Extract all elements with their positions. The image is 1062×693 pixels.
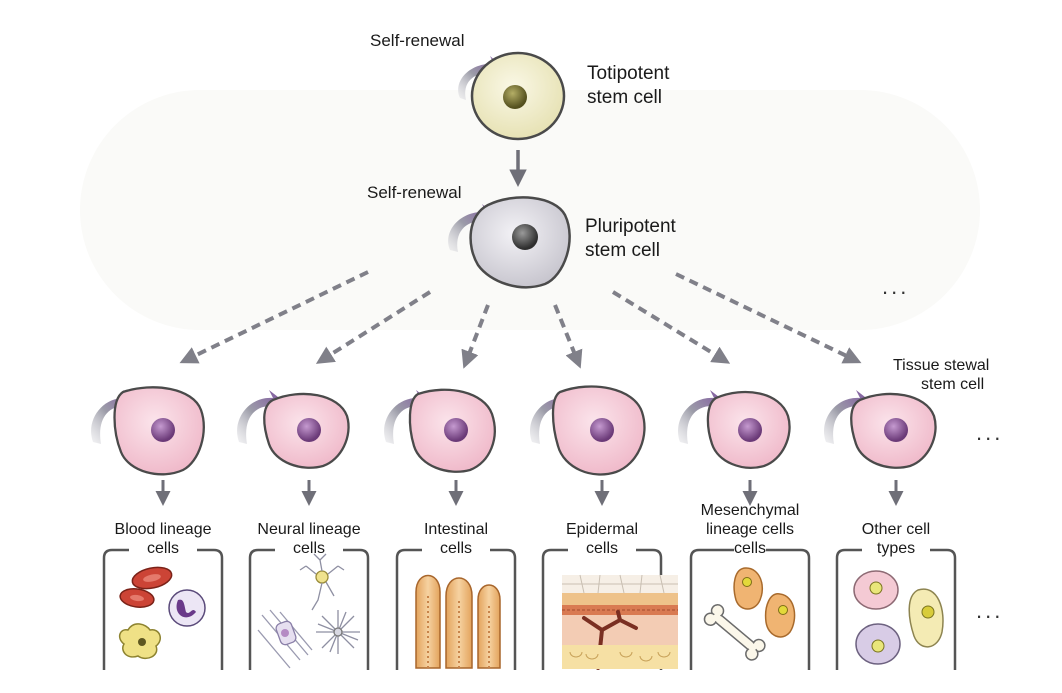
lineage-title: cells (146, 540, 180, 557)
tissue-stem-cell (237, 390, 350, 469)
epidermis-layers-illustration (562, 574, 678, 670)
lineage-panel-frame (395, 548, 517, 670)
lineage-title: lineage cells (705, 521, 795, 538)
lineage-title: cells (439, 540, 473, 557)
tissue-stem-cell-label-line1: Tissue stewal (893, 357, 990, 374)
bone-icon (703, 604, 766, 661)
lineage-title: Blood lineage (114, 521, 212, 538)
totipotent-label-line2: stem cell (587, 87, 662, 108)
lineage-panel-frame (689, 548, 811, 670)
lineage-title: types (876, 540, 916, 557)
other-cells-illustration (853, 570, 944, 665)
mesenchymal-cells-illustration (703, 567, 796, 661)
tissue-stem-cell (530, 385, 646, 476)
totipotent-label-line1: Totipotent (587, 63, 670, 84)
tissue-stem-cell (824, 390, 937, 469)
nucleus (444, 418, 468, 442)
ellipsis-lower: ... (976, 598, 1004, 623)
nucleus (884, 418, 908, 442)
ellipsis-upper: ... (882, 274, 910, 299)
tissue-stem-cell-row (91, 385, 937, 506)
lineage-title: Neural lineage (257, 521, 361, 538)
nucleus (503, 85, 527, 109)
nucleus (512, 224, 538, 250)
ellipsis-middle: ... (976, 420, 1004, 445)
lineage-panel-frame (835, 548, 957, 670)
lineage-panel-frame (102, 548, 224, 670)
pluripotent-label-line1: Pluripotent (585, 216, 676, 237)
pluripotent-stem-cell (448, 196, 571, 289)
nucleus (297, 418, 321, 442)
branch-arrows (179, 270, 862, 369)
lineage-title: Mesenchymal (700, 502, 800, 519)
top-self-renewal-label: Self-renewal (370, 31, 465, 50)
middle-self-renewal-label: Self-renewal (367, 183, 462, 202)
tissue-stem-cell (678, 390, 791, 469)
lineage-panel-frame (248, 548, 370, 670)
neural-cells-illustration (257, 553, 360, 669)
lineage-panel-row (102, 548, 957, 670)
totipotent-stem-cell (458, 51, 566, 141)
nucleus (151, 418, 175, 442)
nucleus (590, 418, 614, 442)
tissue-stem-cell (384, 388, 496, 473)
lineage-title: Epidermal (565, 521, 639, 538)
pluripotent-label-line2: stem cell (585, 240, 660, 261)
tissue-stem-cell (91, 386, 205, 476)
blood-cells-illustration (118, 566, 206, 660)
lineage-title: cells (585, 540, 619, 557)
lineage-title: cells (292, 540, 326, 557)
lineage-title: cells (733, 540, 767, 557)
lineage-title: Other cell (861, 521, 931, 538)
nucleus (738, 418, 762, 442)
intestinal-villi-illustration (415, 574, 501, 669)
tissue-stem-cell-label-line2: stem cell (921, 376, 985, 393)
lineage-panel-frame (541, 548, 663, 670)
lineage-title: Intestinal (423, 521, 489, 538)
